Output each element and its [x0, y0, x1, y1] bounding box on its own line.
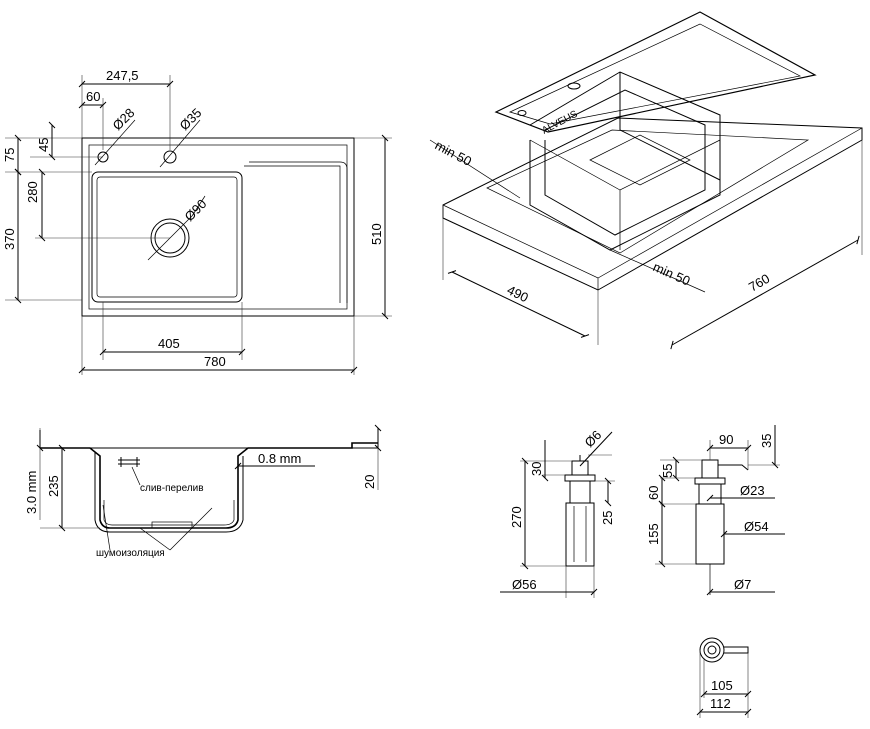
dim-490: 490 [505, 282, 531, 305]
dim-405: 405 [158, 336, 180, 351]
dim-d6: Ø6 [582, 427, 605, 450]
section-view: слив-перелив шумоизоляция 235 3.0 mm 0.8… [24, 424, 382, 559]
tap-hole-large [163, 150, 177, 164]
dim-d56: Ø56 [512, 577, 537, 592]
dim-min50-right: min 50 [651, 259, 693, 289]
label-insulation: шумоизоляция [96, 548, 165, 559]
section-profile [40, 442, 378, 529]
dispenser-side-b: 90 35 55 60 155 Ø23 Ø54 Ø7 [646, 425, 785, 596]
bowl-outline [91, 171, 243, 303]
dim-30: 30 [529, 462, 544, 476]
dim-d90: Ø90 [182, 196, 210, 224]
dispenser-top-view: 105 112 [696, 637, 752, 718]
bottle-b [695, 503, 725, 565]
dim-d35: Ø35 [177, 105, 205, 133]
dim-270: 270 [509, 506, 524, 528]
dim-d28: Ø28 [110, 105, 138, 133]
top-view: 247,5 60 Ø28 Ø35 75 45 280 370 Ø90 510 [2, 68, 392, 375]
dim-60b: 60 [646, 486, 661, 500]
dim-d7: Ø7 [734, 577, 751, 592]
dim-780: 780 [204, 354, 226, 369]
dim-min50-left: min 50 [433, 137, 475, 169]
bottle-a [565, 502, 595, 567]
isometric-view: ALVEUS 490 760 min 50 min 50 [429, 11, 863, 350]
dim-510: 510 [369, 223, 384, 245]
dim-d54: Ø54 [744, 519, 769, 534]
dim-55: 55 [660, 464, 675, 478]
dim-35: 35 [759, 434, 774, 448]
sink-plate [494, 11, 817, 133]
dim-112: 112 [710, 696, 731, 711]
dim-0-8mm: 0.8 mm [258, 451, 301, 466]
dim-90: 90 [719, 432, 733, 447]
dim-20: 20 [362, 475, 377, 489]
dim-235: 235 [46, 475, 61, 497]
dim-247-5: 247,5 [106, 68, 139, 83]
dim-370: 370 [2, 228, 17, 250]
dim-25: 25 [600, 511, 615, 525]
dim-d23: Ø23 [740, 483, 765, 498]
dim-105: 105 [711, 678, 733, 693]
dim-75: 75 [2, 148, 17, 162]
dim-45: 45 [36, 138, 51, 152]
dim-60: 60 [86, 89, 100, 104]
countertop [442, 117, 863, 291]
dim-3mm: 3.0 mm [24, 471, 39, 514]
sink-outline [81, 137, 355, 317]
dim-155: 155 [646, 523, 661, 545]
label-overflow: слив-перелив [140, 483, 204, 494]
dim-280: 280 [25, 181, 40, 203]
dispenser-side-a: Ø6 30 270 25 Ø56 [500, 427, 615, 598]
